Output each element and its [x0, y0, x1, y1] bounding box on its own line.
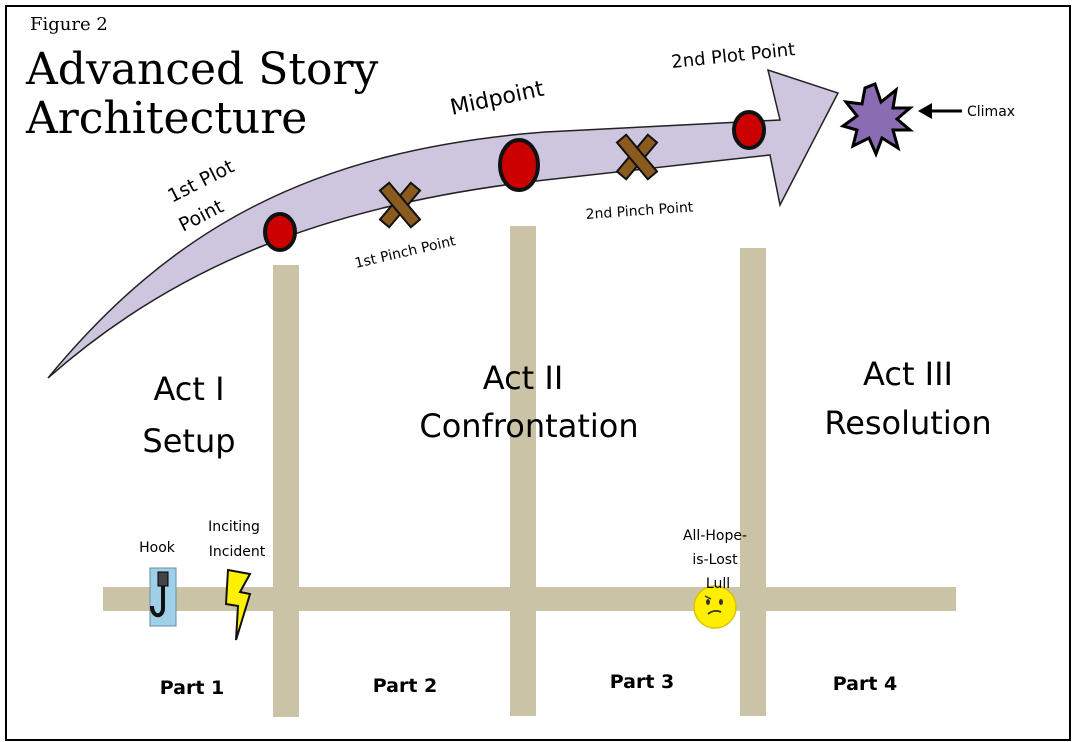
midpoint-marker: [498, 138, 540, 192]
second-pinch-point-label: 2nd Pinch Point: [585, 199, 694, 223]
part-3-label: Part 3: [610, 671, 675, 693]
act-3-subtitle: Resolution: [824, 404, 991, 442]
act-2-subtitle: Confrontation: [419, 407, 638, 445]
hook-icon: [149, 567, 177, 627]
act-1-subtitle: Setup: [142, 422, 235, 460]
first-plot-point-marker: [263, 212, 297, 252]
climax-star-icon: [839, 82, 915, 158]
part-4-label: Part 4: [833, 673, 898, 695]
title-line-1: Advanced Story: [25, 44, 379, 95]
lull-label-line-3: Lull: [706, 576, 730, 592]
beam-vertical-3: [740, 248, 766, 716]
lull-label-line-1: All-Hope-: [683, 528, 747, 544]
hook-label: Hook: [139, 540, 176, 556]
lightning-bolt-icon: [224, 568, 252, 641]
second-plot-point-marker: [732, 110, 766, 150]
climax-pointer-arrowhead: [918, 103, 932, 119]
part-1-label: Part 1: [160, 677, 225, 699]
second-pinch-point-marker: [615, 133, 659, 181]
title-line-2: Architecture: [25, 93, 307, 144]
act-3-title: Act III: [863, 355, 953, 393]
beam-vertical-1: [273, 265, 299, 717]
lull-label-line-2: is-Lost: [692, 552, 738, 568]
inciting-incident-label-line-2: Incident: [209, 544, 266, 560]
first-pinch-point-marker: [378, 181, 422, 229]
sad-face-icon: [693, 585, 737, 629]
act-1-title: Act I: [153, 370, 224, 408]
act-2-title: Act II: [483, 359, 564, 397]
figure-label: Figure 2: [30, 14, 108, 35]
beam-vertical-2: [510, 226, 536, 716]
inciting-incident-label-line-1: Inciting: [208, 519, 260, 535]
part-2-label: Part 2: [373, 675, 438, 697]
climax-label: Climax: [967, 104, 1015, 120]
